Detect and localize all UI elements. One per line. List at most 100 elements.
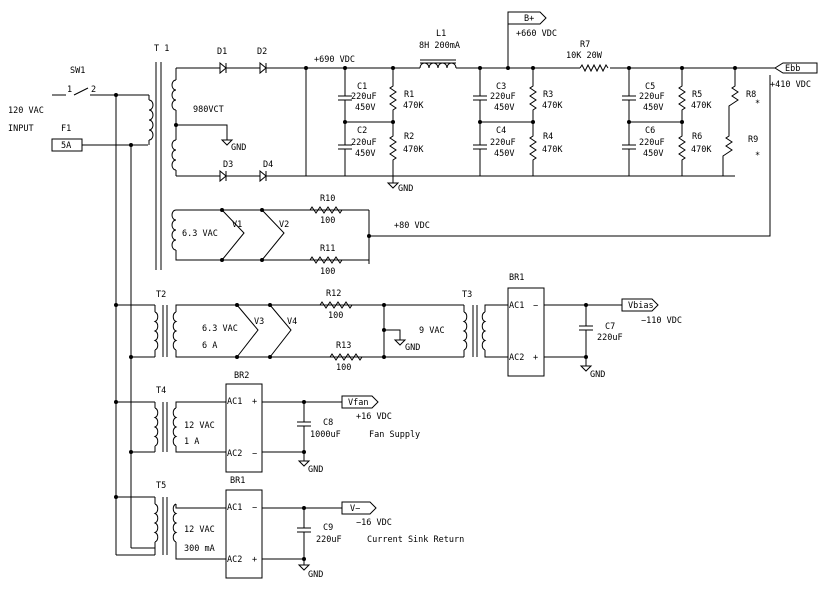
t5-secondary xyxy=(172,503,178,543)
t1-primary xyxy=(148,99,154,141)
label-br2-ac1: AC1 xyxy=(227,397,242,407)
label-c8: C8 xyxy=(323,418,333,428)
bridge-br2 xyxy=(225,383,263,473)
label-r12-val: 100 xyxy=(328,311,343,321)
label-r7: R7 xyxy=(580,40,590,50)
label-t4: T4 xyxy=(156,386,166,396)
t4-core xyxy=(162,402,168,452)
label-bplus: B+ xyxy=(524,14,534,24)
ground-fan xyxy=(297,460,311,467)
label-660vdc: +660 VDC xyxy=(516,29,557,39)
label-r11-val: 100 xyxy=(320,267,335,277)
label-r10-val: 100 xyxy=(320,216,335,226)
label-sink-minus: − xyxy=(252,503,257,513)
resistor-r10 xyxy=(309,206,343,214)
label-br1-ac2: AC2 xyxy=(509,353,524,363)
label-br1-bias: BR1 xyxy=(509,273,524,283)
label-gnd-sink: GND xyxy=(308,570,323,580)
label-r13-val: 100 xyxy=(336,363,351,373)
label-v1: V1 xyxy=(232,220,242,230)
label-f1: F1 xyxy=(61,124,71,134)
label-br2: BR2 xyxy=(234,371,249,381)
resistors-r8-r9 xyxy=(722,68,739,176)
label-gnd-fan: GND xyxy=(308,465,323,475)
diode-d3 xyxy=(219,169,227,183)
inductor-l1 xyxy=(419,59,457,69)
t2-secondary xyxy=(172,311,178,351)
label-gnd-bias: GND xyxy=(590,370,605,380)
label-r8: R8 xyxy=(746,90,756,100)
transformer-t1: T 1 980VCT GND D1 D2 D3 D4 6.3 VAC V1 V2… xyxy=(148,44,771,277)
label-br2-minus: − xyxy=(252,449,257,459)
capacitor-c7 xyxy=(579,305,593,366)
t3-core xyxy=(472,305,478,357)
label-v2: V2 xyxy=(279,220,289,230)
label-690vdc: +690 VDC xyxy=(314,55,355,65)
label-l1: L1 xyxy=(436,29,446,39)
t4-secondary xyxy=(172,407,178,447)
current-sink-supply: T5 12 VAC 300 mA BR1 AC1 AC2 − + GND C9 … xyxy=(153,476,464,580)
label-c3: C3 xyxy=(496,82,506,92)
label-c4-volt: 450V xyxy=(494,149,514,159)
label-1a: 1 A xyxy=(184,437,199,447)
heaters-v3-v4 xyxy=(236,304,292,358)
label-gnd-t2: GND xyxy=(405,343,420,353)
t4-primary xyxy=(153,407,159,447)
label-r2: R2 xyxy=(404,132,414,142)
label-r9: R9 xyxy=(748,135,758,145)
t2-core xyxy=(162,305,168,357)
label-r2-val: 470K xyxy=(403,145,424,155)
label-c1-volt: 450V xyxy=(355,103,375,113)
label-c1: C1 xyxy=(357,82,367,92)
label-80vdc: +80 VDC xyxy=(394,221,430,231)
label-r3: R3 xyxy=(543,90,553,100)
label-sw1: SW1 xyxy=(70,66,85,76)
hv-filter: +690 VDC L1 8H 200mA B+ +660 VDC R7 10K … xyxy=(306,11,818,194)
flag-vfan xyxy=(341,395,379,409)
label-v3: V3 xyxy=(254,317,264,327)
label-fan-supply: Fan Supply xyxy=(369,430,420,440)
bus-hot xyxy=(115,94,155,556)
label-r9-star: * xyxy=(755,151,760,161)
label-vminus: V− xyxy=(350,504,360,514)
label-d3: D3 xyxy=(223,160,233,170)
label-vfan: Vfan xyxy=(348,398,368,408)
label-l1-val: 8H 200mA xyxy=(419,41,460,51)
label-r5-val: 470K xyxy=(691,101,712,111)
label-r4-val: 470K xyxy=(542,145,563,155)
bridge-br1-sink xyxy=(225,489,263,579)
wire-80vdc xyxy=(369,75,771,237)
label-t3: T3 xyxy=(462,290,472,300)
label-gnd-hv: GND xyxy=(398,184,413,194)
flag-ebb xyxy=(774,62,818,74)
label-6-3vac-t2: 6.3 VAC xyxy=(202,324,238,334)
label-9vac: 9 VAC xyxy=(419,326,445,336)
label-c5-val: 220uF xyxy=(639,92,665,102)
label-gnd-ct: GND xyxy=(231,143,246,153)
t1-core xyxy=(155,62,162,270)
diode-d1 xyxy=(219,61,227,75)
label-6-3vac-t1: 6.3 VAC xyxy=(182,229,218,239)
label-c3-val: 220uF xyxy=(490,92,516,102)
label-r6: R6 xyxy=(692,132,702,142)
bridge-br1-bias xyxy=(507,287,545,377)
label-r5: R5 xyxy=(692,90,702,100)
bias-supply: T2 6.3 VAC 6 A V3 V4 R12 100 R13 100 GND… xyxy=(153,273,682,380)
label-t1: T 1 xyxy=(154,44,169,54)
label-980vct: 980VCT xyxy=(193,105,224,115)
capacitor-c8 xyxy=(297,402,311,461)
label-410vdc: +410 VDC xyxy=(770,80,811,90)
label-ebb: Ebb xyxy=(785,64,800,74)
label-r12: R12 xyxy=(326,289,341,299)
ground-t2 xyxy=(393,339,407,346)
label-br2-plus: + xyxy=(252,397,257,407)
label-v4: V4 xyxy=(287,317,297,327)
label-input: INPUT xyxy=(8,124,34,134)
t5-core xyxy=(162,497,168,555)
label-110vdc: −110 VDC xyxy=(641,316,682,326)
label-d4: D4 xyxy=(263,160,273,170)
t1-heater-winding xyxy=(171,209,177,251)
t1-hv-secondary xyxy=(171,79,177,171)
label-sw1-pin1: 1 xyxy=(67,85,72,95)
